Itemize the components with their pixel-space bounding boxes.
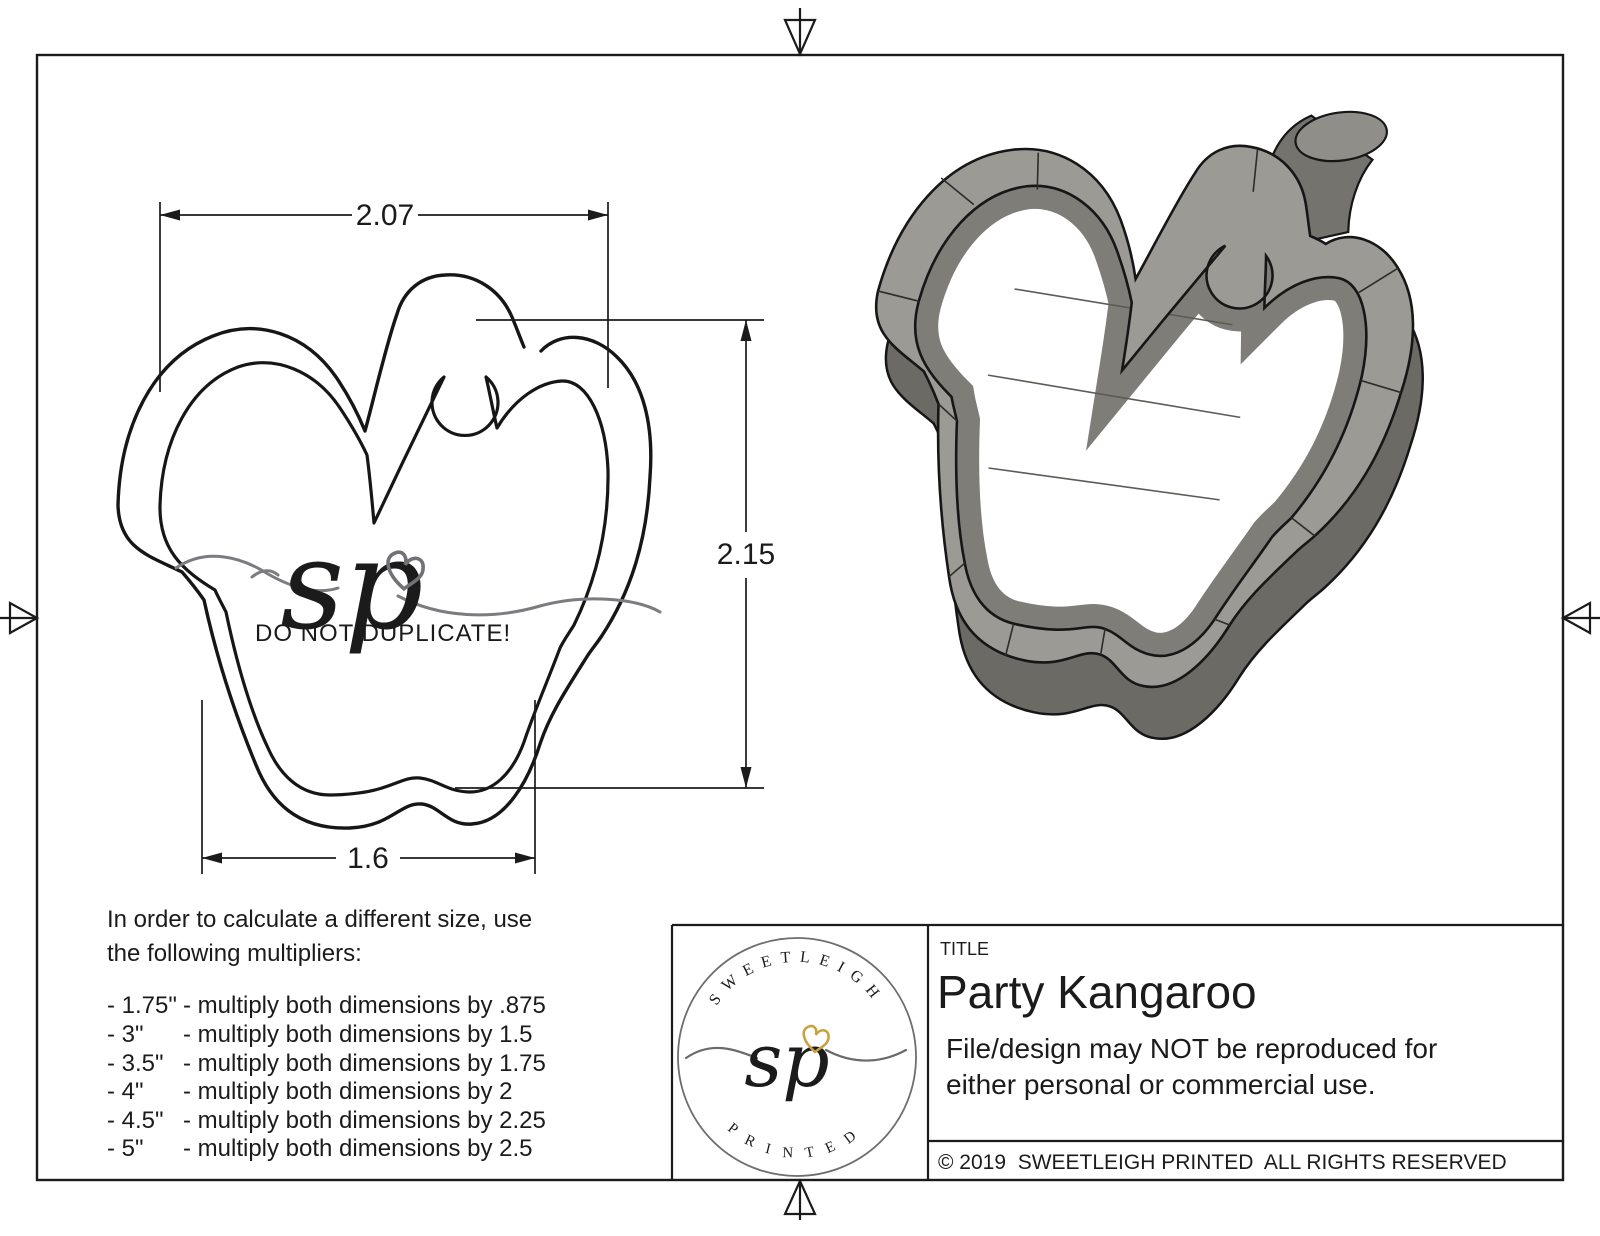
- multiplier-rule: - multiply both dimensions by 1.75: [183, 1050, 546, 1077]
- registration-arrow-right: [1560, 601, 1600, 635]
- watermark-warning: DO NOT DUPLICATE!: [255, 620, 511, 647]
- dimension-width: 2.07: [159, 199, 609, 392]
- multiplier-intro-line2: the following multipliers:: [107, 940, 362, 967]
- registration-marks: [0, 8, 1600, 1220]
- multiplier-rule: - multiply both dimensions by .875: [183, 992, 546, 1019]
- multiplier-size: - 1.75": [107, 992, 177, 1019]
- multiplier-size: - 3.5": [107, 1050, 164, 1077]
- title-block: SWEETLEIGH PRINTED sp TITLE Party Kangar…: [670, 923, 1563, 1180]
- dimension-bottom-width: 1.6: [201, 700, 536, 875]
- multiplier-size: - 4.5": [107, 1107, 164, 1134]
- multiplier-rule: - multiply both dimensions by 1.5: [183, 1021, 533, 1048]
- watermark: sp DO NOT DUPLICATE!: [174, 514, 662, 658]
- multiplier-size: - 5": [107, 1135, 144, 1162]
- registration-arrow-top: [783, 8, 817, 57]
- copyright-text: © 2019 SWEETLEIGH PRINTED ALL RIGHTS RES…: [938, 1151, 1507, 1174]
- cutter-render-3d: [808, 110, 1462, 787]
- page-title: Party Kangaroo: [937, 966, 1257, 1018]
- watermark-heart-icon: [386, 550, 426, 592]
- registration-arrow-bottom: [783, 1178, 817, 1220]
- logo-heart-icon: [802, 1024, 830, 1054]
- cutter-outer-outline: [116, 273, 653, 830]
- title-block-lines: [670, 923, 1563, 1180]
- render-seam-lines: [877, 149, 1402, 656]
- dimension-height-label: 2.15: [717, 538, 775, 571]
- dimension-height: 2.15: [455, 319, 775, 789]
- brand-logo: SWEETLEIGH PRINTED sp: [677, 937, 917, 1177]
- title-label: TITLE: [940, 939, 989, 959]
- notice-line1: File/design may NOT be reproduced for: [946, 1033, 1437, 1064]
- multiplier-list: - 1.75" - multiply both dimensions by .8…: [107, 992, 546, 1162]
- watermark-flourish: [174, 554, 662, 617]
- multiplier-rule: - multiply both dimensions by 2: [183, 1078, 512, 1105]
- multiplier-intro-line1: In order to calculate a different size, …: [107, 906, 532, 933]
- logo-flourish: [684, 1046, 908, 1062]
- multiplier-rule: - multiply both dimensions by 2.25: [183, 1107, 546, 1134]
- multiplier-size: - 4": [107, 1078, 144, 1105]
- size-multipliers: In order to calculate a different size, …: [107, 906, 546, 1162]
- logo-circle: [677, 937, 917, 1177]
- multiplier-rule: - multiply both dimensions by 2.5: [183, 1135, 533, 1162]
- registration-arrow-left: [0, 601, 40, 635]
- dimension-width-label: 2.07: [356, 199, 414, 232]
- multiplier-size: - 3": [107, 1021, 144, 1048]
- render-interior: [848, 163, 1388, 691]
- cutter-drawing-2d: [116, 273, 653, 830]
- notice-line2: either personal or commercial use.: [946, 1069, 1376, 1100]
- dimension-bottom-label: 1.6: [347, 842, 389, 875]
